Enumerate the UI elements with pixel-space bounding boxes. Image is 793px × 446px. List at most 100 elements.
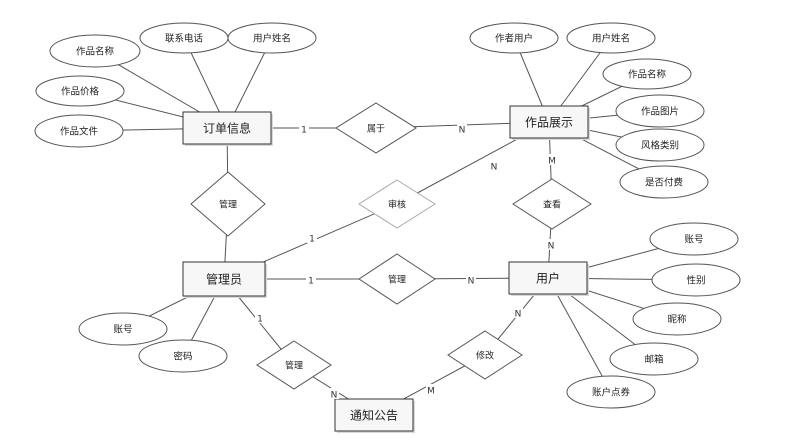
relationship-diamond: [256, 340, 332, 390]
entity-label: 作品展示: [525, 116, 573, 130]
attribute-u_mail: 邮箱: [609, 342, 699, 376]
cardinality-bg: [546, 239, 556, 250]
relationship-label: 修改: [476, 350, 494, 362]
cardinality-c9: 1: [257, 315, 263, 325]
attribute-u_acc: 账号: [649, 222, 739, 256]
attribute-label: 作者用户: [495, 33, 533, 45]
attribute-ellipse: [469, 22, 559, 54]
relationship-manage_user: 管理: [358, 253, 436, 305]
entity-user: 用户: [508, 261, 589, 296]
entity-box: [509, 105, 589, 139]
attribute-ellipse: [615, 94, 705, 128]
relationship-label: 审核: [388, 199, 406, 211]
entity-box: [334, 398, 414, 432]
relationship-diamond: [190, 171, 266, 237]
attribute-w_style: 风格类别: [615, 128, 705, 162]
attribute-ellipse: [632, 302, 722, 336]
relationship-diamond: [447, 330, 523, 380]
attribute-u_nick: 昵称: [632, 302, 722, 336]
entity-label: 订单信息: [203, 121, 251, 136]
entity-label: 管理员: [206, 272, 242, 287]
attribute-ellipse: [78, 312, 168, 346]
attribute-ellipse: [609, 342, 699, 376]
relationship-view: 查看: [512, 178, 592, 230]
cardinality-bg: [513, 307, 523, 318]
attribute-o_user: 用户姓名: [227, 22, 317, 54]
attribute-label: 用户姓名: [253, 33, 291, 45]
diagram-nodes: 作品名称联系电话用户姓名作品价格作品文件作者用户用户姓名作品名称作品图片风格类别…: [34, 22, 741, 433]
attribute-ellipse: [34, 114, 124, 148]
relationship-diamond: [512, 178, 592, 230]
attribute-label: 账号: [684, 235, 703, 246]
cardinality-bg: [306, 274, 316, 285]
relationship-manage_order: 管理: [190, 171, 266, 237]
attribute-ellipse: [566, 22, 656, 54]
cardinality-bg: [426, 384, 436, 395]
entity-label: 用户: [536, 271, 560, 286]
relationship-label: 管理: [285, 360, 303, 372]
relationship-diamond: [358, 253, 436, 305]
entity-order: 订单信息: [182, 111, 273, 146]
attribute-w_img: 作品图片: [615, 94, 705, 128]
attribute-ellipse: [602, 58, 692, 90]
attribute-label: 作品名称: [628, 69, 667, 81]
entity-work: 作品展示: [509, 105, 590, 140]
cardinality-c7: 1: [308, 277, 314, 287]
cardinality-bg: [329, 388, 339, 399]
attribute-a_acc: 账号: [78, 312, 168, 346]
attribute-label: 作品价格: [61, 86, 100, 98]
attribute-label: 密码: [173, 351, 192, 363]
cardinality-bg: [489, 160, 499, 171]
attribute-ellipse: [615, 128, 705, 162]
cardinality-c5: M: [548, 157, 556, 167]
entity-box: [182, 111, 272, 145]
entity-label: 通知公告: [350, 409, 398, 423]
entity-notice: 通知公告: [334, 398, 415, 433]
cardinality-bg: [299, 123, 309, 134]
attribute-w_paid: 是否付费: [619, 165, 709, 199]
attribute-ellipse: [35, 75, 125, 107]
attribute-label: 是否付费: [645, 177, 683, 189]
attribute-label: 账户点券: [592, 387, 631, 399]
attribute-label: 用户姓名: [592, 33, 630, 45]
attribute-ellipse: [49, 34, 141, 68]
relationship-diamond: [358, 179, 436, 229]
entity-box: [182, 261, 266, 297]
attribute-label: 性别: [686, 275, 705, 287]
relationship-label: 属于: [367, 124, 385, 135]
attribute-o_price: 作品价格: [35, 75, 125, 107]
attribute-connector-u_points: [547, 277, 612, 393]
attribute-a_pwd: 密码: [138, 339, 228, 373]
relationship-modify: 修改: [447, 330, 523, 380]
attribute-label: 联系电话: [165, 33, 204, 45]
cardinality-c1: 1: [301, 126, 307, 136]
cardinality-c6: N: [548, 242, 555, 252]
relationship-diamond: [335, 102, 417, 154]
attribute-o_phone: 联系电话: [139, 22, 229, 54]
entity-admin: 管理员: [182, 261, 267, 298]
cardinality-bg: [307, 232, 317, 243]
attribute-u_points: 账户点券: [566, 375, 656, 409]
attribute-u_gender: 性别: [651, 263, 741, 297]
entity-box: [508, 261, 588, 295]
attribute-w_name: 作品名称: [602, 58, 692, 90]
attribute-ellipse: [138, 339, 228, 373]
attribute-label: 账号: [113, 325, 132, 336]
attribute-ellipse: [651, 263, 741, 297]
attribute-label: 作品文件: [60, 126, 99, 138]
cardinality-c11: N: [515, 310, 522, 320]
cardinality-c3: N: [491, 163, 498, 173]
cardinality-c2: N: [459, 126, 466, 136]
relationship-belongs: 属于: [335, 102, 417, 154]
relationship-label: 管理: [219, 199, 237, 211]
cardinality-c12: M: [427, 387, 435, 397]
attribute-ellipse: [619, 165, 709, 199]
cardinality-bg: [466, 274, 476, 285]
attribute-ellipse: [566, 375, 656, 409]
attribute-label: 风格类别: [641, 140, 679, 152]
attribute-ellipse: [649, 222, 739, 256]
attribute-label: 邮箱: [644, 354, 663, 366]
attribute-ellipse: [227, 22, 317, 54]
